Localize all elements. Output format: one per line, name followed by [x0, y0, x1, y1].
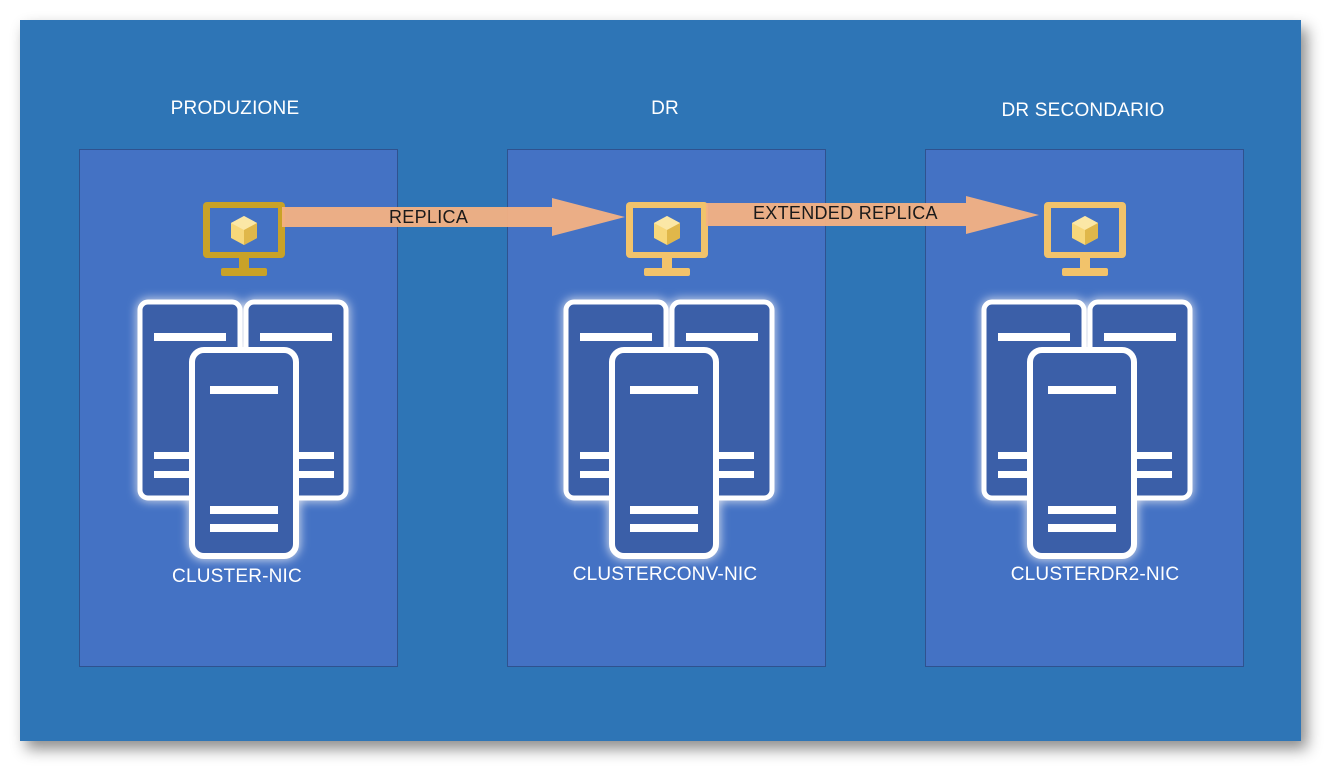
site-dr-graphics [563, 202, 775, 559]
site-box-produzione [79, 149, 398, 667]
replica-arrows-layer [282, 196, 1039, 236]
vm-monitor-icon [203, 202, 285, 276]
site-title-dr-secondario: DR SECONDARIO [1001, 100, 1165, 121]
replica-arrow-label: REPLICA [389, 207, 469, 227]
server-cluster-icon [563, 299, 775, 559]
server-cluster-icon [137, 299, 349, 559]
extended-replica-arrow-label: EXTENDED REPLICA [753, 203, 938, 223]
vm-monitor-icon [626, 202, 708, 276]
site-caption-dr-secondario: CLUSTERDR2-NIC [1010, 564, 1180, 585]
site-dr-secondario-graphics [981, 202, 1193, 559]
site-title-dr: DR [651, 98, 679, 119]
site-caption-dr: CLUSTERCONV-NIC [572, 564, 758, 585]
vm-monitor-icon [1044, 202, 1126, 276]
site-box-dr [507, 149, 826, 667]
site-box-dr-secondario [925, 149, 1244, 667]
replica-arrow [282, 198, 625, 236]
site-produzione-graphics [137, 202, 349, 559]
diagram-canvas: PRODUZIONE DR DR SECONDARIO [20, 20, 1301, 741]
server-cluster-icon [981, 299, 1193, 559]
site-caption-produzione: CLUSTER-NIC [172, 566, 302, 587]
extended-replica-arrow [706, 196, 1039, 234]
site-title-produzione: PRODUZIONE [170, 98, 300, 119]
